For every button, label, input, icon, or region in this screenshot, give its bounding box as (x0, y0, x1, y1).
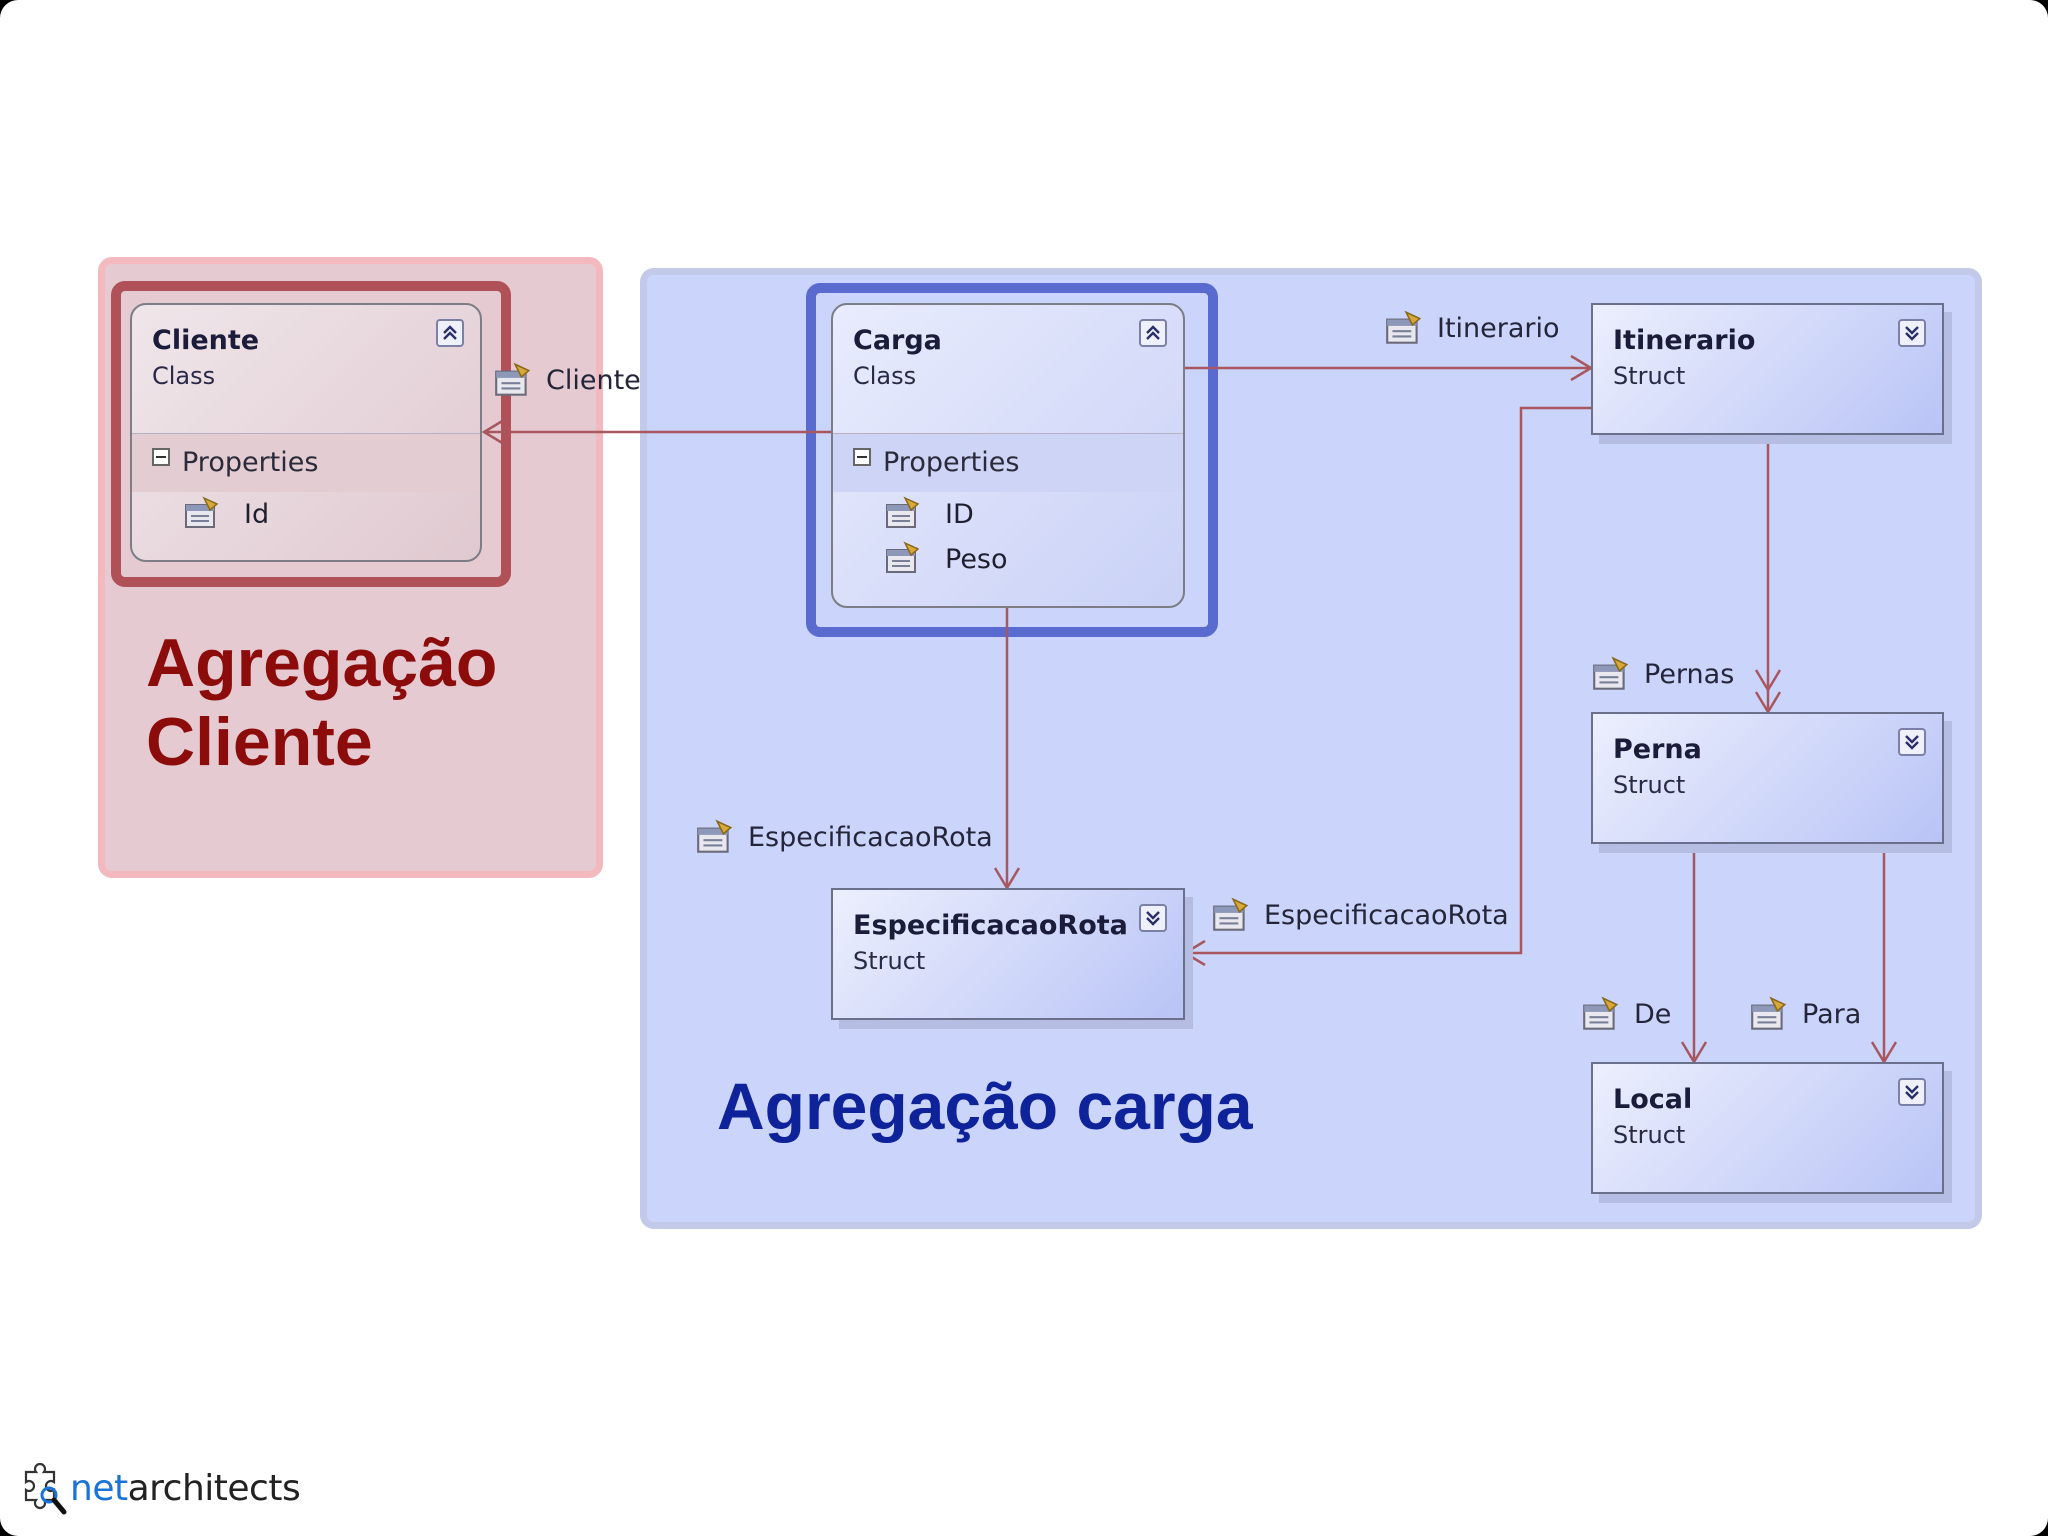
shape-kind: Class (152, 362, 216, 390)
arrow-cliente (481, 418, 505, 446)
shape-name: Local (1613, 1084, 1693, 1115)
shape-name: Perna (1613, 734, 1702, 765)
properties-compartment[interactable]: Properties (132, 434, 480, 492)
properties-compartment[interactable]: Properties (833, 434, 1183, 492)
property-icon (492, 361, 534, 403)
carga-aggregate-title: Agregação carga (717, 1069, 1253, 1143)
shape-kind: Struct (1613, 771, 1686, 799)
property-name: Peso (945, 544, 1008, 575)
arrow-pernas-inner (1754, 669, 1782, 693)
cliente-root-highlight (111, 281, 511, 587)
property-icon (1580, 995, 1622, 1037)
carga-class-shape[interactable]: Carga Class Properties ID Peso (831, 303, 1185, 608)
property-icon (883, 495, 923, 535)
property-row[interactable]: Peso (833, 538, 1183, 578)
property-icon (1210, 896, 1252, 938)
shape-kind: Struct (1613, 1121, 1686, 1149)
netarchitects-logo: netarchitects (18, 1458, 301, 1522)
chevron-double-up-icon[interactable] (436, 319, 464, 347)
especificacao-rota-struct-shape[interactable]: EspecificacaoRota Struct (831, 888, 1185, 1020)
shape-name: Itinerario (1613, 325, 1756, 356)
puzzle-magnifier-icon (24, 1462, 67, 1515)
itinerario-struct-shape[interactable]: Itinerario Struct (1591, 303, 1944, 435)
property-row[interactable]: ID (833, 493, 1183, 533)
association-name: Para (1802, 999, 1862, 1030)
chevron-double-down-icon[interactable] (1898, 728, 1926, 756)
chevron-double-up-icon[interactable] (1139, 319, 1167, 347)
property-icon (694, 818, 736, 860)
property-icon (1383, 309, 1425, 351)
divider (833, 433, 1183, 434)
chevron-double-down-icon[interactable] (1139, 904, 1167, 932)
shape-name: Cliente (152, 325, 260, 356)
association-name: Itinerario (1437, 313, 1560, 344)
cliente-class-shape[interactable]: Cliente Class Properties Id (130, 303, 482, 562)
shape-kind: Struct (1613, 362, 1686, 390)
property-icon (1748, 995, 1790, 1037)
chevron-double-down-icon[interactable] (1898, 1078, 1926, 1106)
property-name: ID (945, 499, 974, 530)
association-name: EspecificacaoRota (748, 822, 993, 853)
perna-struct-shape[interactable]: Perna Struct (1591, 712, 1944, 844)
property-row[interactable]: Id (132, 493, 480, 533)
association-name: Cliente (546, 365, 641, 396)
property-icon (883, 540, 923, 580)
property-icon (1590, 655, 1632, 697)
shape-name: Carga (853, 325, 942, 356)
shape-name: EspecificacaoRota (853, 910, 1128, 941)
carga-root-highlight (806, 283, 1218, 637)
property-icon (182, 495, 222, 535)
compartment-label: Properties (883, 447, 1020, 478)
local-struct-shape[interactable]: Local Struct (1591, 1062, 1944, 1194)
property-name: Id (244, 499, 270, 530)
association-name: De (1634, 999, 1672, 1030)
collapse-minus-icon[interactable] (152, 448, 170, 466)
arrow-rota-itinerario (1182, 939, 1206, 967)
association-name: EspecificacaoRota (1264, 900, 1509, 931)
cliente-aggregate-title: Agregação Cliente (146, 625, 498, 780)
divider (132, 433, 480, 434)
collapse-minus-icon[interactable] (853, 448, 871, 466)
shape-kind: Struct (853, 947, 926, 975)
chevron-double-down-icon[interactable] (1898, 319, 1926, 347)
association-name: Pernas (1644, 659, 1735, 690)
logo-text: netarchitects (70, 1468, 301, 1509)
shape-kind: Class (853, 362, 917, 390)
compartment-label: Properties (182, 447, 319, 478)
logo-prefix: net (70, 1468, 128, 1509)
logo-suffix: architects (127, 1468, 301, 1509)
connector-itinerario-rota (1185, 406, 1591, 955)
